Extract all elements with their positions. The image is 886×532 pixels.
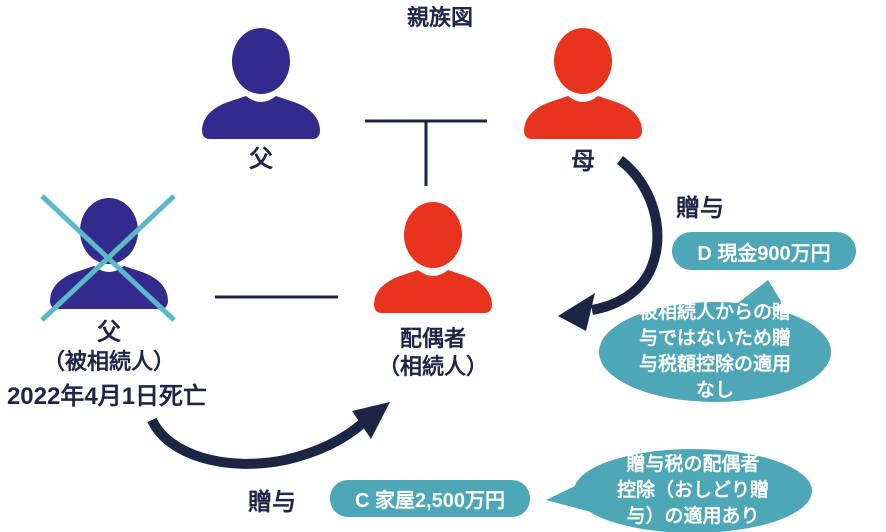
father-label: 父: [249, 146, 273, 173]
arrow-curve: [147, 417, 368, 469]
callout-no-deduction: 被相続人からの贈 与ではないため贈 与税額控除の適用 なし: [599, 302, 831, 402]
deceased-father-icon: [50, 198, 168, 309]
page-title: 親族図: [406, 5, 473, 30]
callout-pointer-top: [730, 280, 784, 309]
gift-tag-c: C 家屋2,500万円: [330, 480, 530, 517]
spouse-icon: [374, 202, 492, 313]
gift-label-from-mother: 贈与: [676, 195, 724, 222]
gift-tag-d: D 現金900万円: [672, 232, 856, 270]
deceased-father-death-date: 2022年4月1日死亡: [6, 383, 208, 410]
deceased-father-sublabel: （被相続人）: [42, 349, 175, 374]
arrowhead: [352, 402, 390, 439]
mother-label: 母: [571, 148, 595, 175]
arrowhead: [558, 293, 595, 331]
gift-label-from-father: 贈与: [248, 489, 296, 516]
deceased-cross-icon: [40, 194, 176, 322]
father-icon: [202, 28, 320, 139]
gift-arrow-from-mother: [558, 156, 663, 331]
mother-icon: [524, 28, 642, 139]
gift-arrow-from-father: [147, 402, 390, 469]
callout-spousal-deduction: 贈与税の配偶者 控除（おしどり贈 与）の適用あり: [574, 449, 812, 532]
cross-line: [40, 194, 176, 322]
spouse-sublabel: （相続人）: [377, 354, 488, 379]
spouse-label: 配偶者: [399, 326, 466, 351]
deceased-father-label: 父: [97, 319, 121, 346]
arrow-curve: [591, 156, 663, 315]
